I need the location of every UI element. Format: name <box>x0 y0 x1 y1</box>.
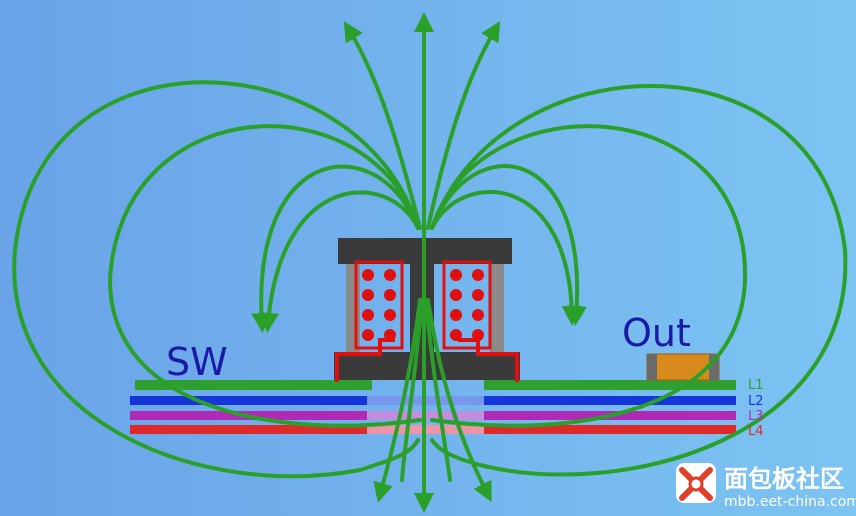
watermark-site-name: 面包板社区 <box>724 465 844 493</box>
field-up-left <box>343 21 422 230</box>
magnetic-field-lines <box>12 12 848 513</box>
field-up-right <box>426 21 501 230</box>
field-down-left <box>373 298 422 503</box>
layer-label-l1: L1 <box>748 378 764 393</box>
watermark: 面包板社区 mbb.eet-china.com <box>676 463 856 510</box>
field-loop-outer-right <box>430 84 848 477</box>
left-winding-frame <box>354 260 404 350</box>
inductor-left-wall <box>346 264 360 356</box>
switch-node-label: SW <box>166 340 228 384</box>
field-hook-right-inner <box>430 189 582 326</box>
field-loop-outer-left <box>12 80 420 479</box>
right-lead <box>458 338 519 382</box>
inductor-right-wall <box>490 264 504 356</box>
field-down-right <box>426 298 492 503</box>
field-hook-left-outer <box>251 164 420 333</box>
field-down-mid-left <box>400 298 424 482</box>
left-lead <box>335 338 395 382</box>
field-loop-mid-right <box>430 124 748 428</box>
layer-l1-right <box>484 380 736 390</box>
output-label: Out <box>622 311 691 355</box>
watermark-url: mbb.eet-china.com <box>724 494 856 510</box>
right-winding-frame <box>442 260 492 350</box>
field-loop-mid-left <box>107 124 422 428</box>
layer-label-l2: L2 <box>748 394 764 409</box>
field-hook-left-inner <box>258 190 420 333</box>
layer-label-l3: L3 <box>748 409 764 424</box>
winding-dots <box>362 269 484 341</box>
field-down-mid-right <box>424 298 452 482</box>
field-hook-right-outer <box>430 164 587 326</box>
watermark-logo-icon <box>676 463 716 503</box>
layer-l1-left <box>135 380 372 390</box>
layer-label-l4: L4 <box>748 424 764 439</box>
